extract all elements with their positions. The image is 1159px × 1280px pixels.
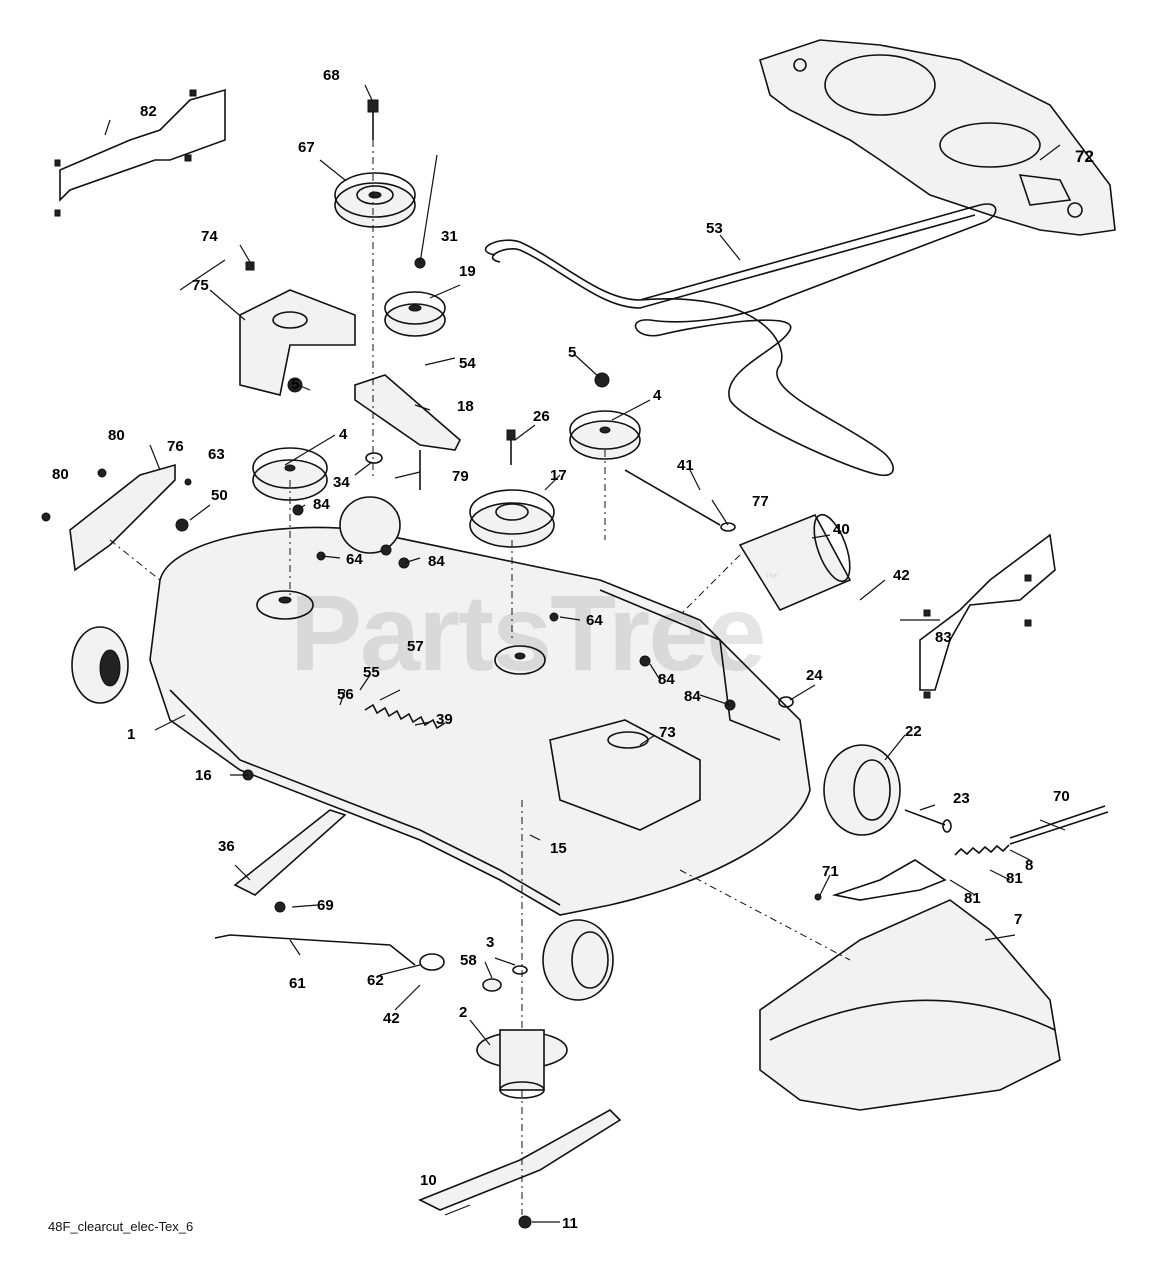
cover-73: [549, 719, 701, 831]
wheel-bottom: [542, 919, 614, 1001]
label-1: 1: [127, 726, 135, 743]
label-17: 17: [550, 467, 567, 484]
part-labels: 68 82 67 72 53 31 74 19 75 54 5 5 4 18 2…: [52, 67, 1094, 1232]
bracket-76: [69, 463, 176, 572]
pulley-19: [384, 291, 446, 337]
label-55: 55: [363, 664, 380, 681]
guard-75: [239, 289, 356, 396]
arm-36: [233, 809, 347, 896]
spring-8: [954, 844, 1010, 856]
label-8: 8: [1025, 857, 1033, 874]
pulley-67: [334, 172, 416, 228]
belt-cover: [759, 39, 1116, 236]
bracket-83: [919, 533, 1056, 699]
label-79: 79: [452, 468, 469, 485]
label-26: 26: [533, 408, 550, 425]
label-83: 83: [935, 629, 952, 646]
wheel-right: [823, 744, 901, 836]
spindle-2: [476, 1029, 568, 1099]
label-72: 72: [1075, 147, 1094, 166]
label-76: 76: [167, 438, 184, 455]
label-54: 54: [459, 355, 476, 372]
label-42a: 42: [893, 567, 910, 584]
label-74: 74: [201, 228, 218, 245]
roller-40: [624, 469, 852, 612]
pulley-17: [469, 489, 555, 548]
idler-arm-18: [354, 374, 461, 451]
label-7: 7: [1014, 911, 1022, 928]
label-75: 75: [192, 277, 209, 294]
rod-61: [214, 934, 416, 966]
spring-57: [364, 703, 446, 730]
label-81b: 81: [964, 890, 981, 907]
wheel-left: [71, 626, 129, 704]
label-71: 71: [822, 863, 839, 880]
label-77: 77: [752, 493, 769, 510]
label-2: 2: [459, 1004, 467, 1021]
label-73: 73: [659, 724, 676, 741]
label-61: 61: [289, 975, 306, 992]
label-40: 40: [833, 521, 850, 538]
spindle-top-left: [256, 590, 314, 620]
label-81a: 81: [1006, 870, 1023, 887]
label-64b: 64: [586, 612, 603, 629]
bracket-82: [54, 88, 226, 217]
label-63: 63: [208, 446, 225, 463]
pulley-4-right: [569, 410, 641, 460]
rod-70: [1009, 805, 1109, 845]
label-18: 18: [457, 398, 474, 415]
label-3: 3: [486, 934, 494, 951]
label-84d: 84: [684, 688, 701, 705]
label-5b: 5: [291, 376, 299, 393]
leader-lines: [104, 84, 1066, 1223]
label-80b: 80: [52, 466, 69, 483]
label-58: 58: [460, 952, 477, 969]
pin-23: [904, 809, 952, 833]
label-19: 19: [459, 263, 476, 280]
blade-10: [418, 1109, 622, 1211]
label-57: 57: [407, 638, 424, 655]
bracket-81: [831, 859, 947, 901]
label-62: 62: [367, 972, 384, 989]
label-84c: 84: [658, 671, 675, 688]
label-22: 22: [905, 723, 922, 740]
label-10: 10: [420, 1172, 437, 1189]
label-16: 16: [195, 767, 212, 784]
label-80a: 80: [108, 427, 125, 444]
label-36: 36: [218, 838, 235, 855]
label-69: 69: [317, 897, 334, 914]
label-42b: 42: [383, 1010, 400, 1027]
label-68: 68: [323, 67, 340, 84]
spindle-top-center: [494, 645, 546, 675]
label-53: 53: [706, 220, 723, 237]
label-84b: 84: [428, 553, 445, 570]
label-82: 82: [140, 103, 157, 120]
label-70: 70: [1053, 788, 1070, 805]
mower-deck: [149, 526, 811, 916]
label-50: 50: [211, 487, 228, 504]
label-56: 56: [337, 686, 354, 703]
label-4b: 4: [653, 387, 662, 404]
drive-belt: [484, 203, 997, 476]
label-39: 39: [436, 711, 453, 728]
label-31: 31: [441, 228, 458, 245]
label-24: 24: [806, 667, 823, 684]
label-23: 23: [953, 790, 970, 807]
label-41: 41: [677, 457, 694, 474]
label-5a: 5: [568, 344, 576, 361]
wheel-top: [339, 496, 401, 554]
alignment-lines: [109, 140, 851, 1215]
label-84a: 84: [313, 496, 330, 513]
label-67: 67: [298, 139, 315, 156]
diagram-caption: 48F_clearcut_elec-Tex_6: [48, 1219, 194, 1234]
label-11: 11: [562, 1215, 578, 1232]
label-15: 15: [550, 840, 567, 857]
discharge-chute: [759, 899, 1061, 1111]
label-4a: 4: [339, 426, 348, 443]
label-64a: 64: [346, 551, 363, 568]
label-34: 34: [333, 474, 350, 491]
